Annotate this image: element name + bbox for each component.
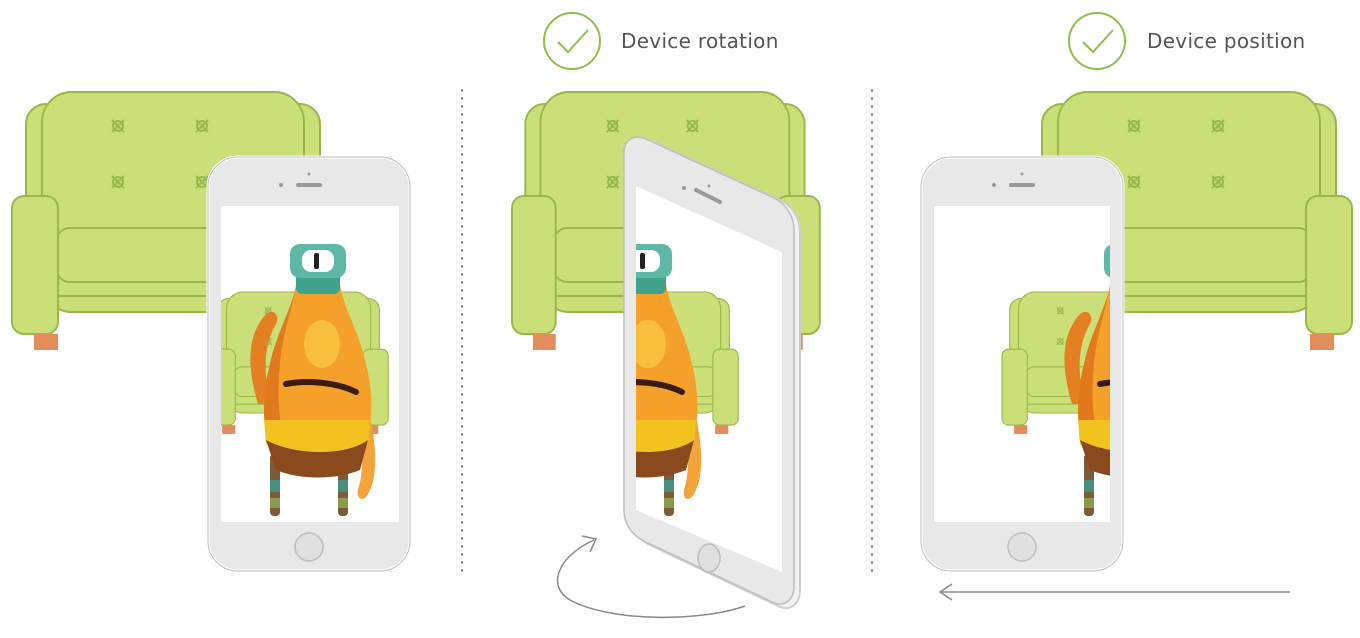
- checkmark-circle-icon: [1068, 12, 1126, 70]
- curved-rotation-arrow-icon: [556, 539, 746, 619]
- label-device-position: Device position: [1147, 29, 1306, 53]
- panel-device-position: [919, 91, 1353, 601]
- label-device-rotation: Device rotation: [621, 29, 779, 53]
- checkmark-circle-icon: [543, 12, 601, 70]
- panel-device-rotation: [511, 91, 821, 619]
- panel-original: [11, 91, 412, 573]
